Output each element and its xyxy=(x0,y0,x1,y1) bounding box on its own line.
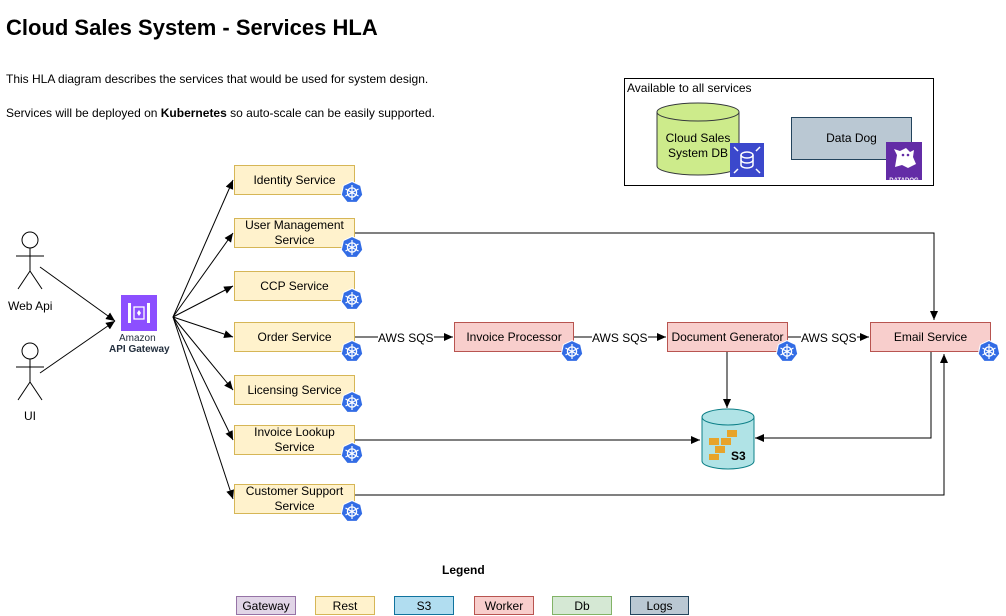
legend-title: Legend xyxy=(442,563,485,577)
kubernetes-icon-identity xyxy=(340,180,364,204)
order-service: Order Service xyxy=(234,322,355,352)
legend-logs: Logs xyxy=(630,596,689,615)
customer-support-service: Customer Support Service xyxy=(234,484,355,514)
edge-gw-order xyxy=(172,316,234,338)
document-generator: Document Generator xyxy=(667,322,788,352)
description-line-1: This HLA diagram describes the services … xyxy=(6,72,429,86)
kubernetes-icon-invoice-processor xyxy=(560,339,584,363)
edge-gw-support xyxy=(172,316,234,500)
ui-label: UI xyxy=(24,409,36,423)
datadog-logo-text: DATADOG xyxy=(889,178,919,184)
description-suffix: so auto-scale can be easily supported. xyxy=(226,106,435,120)
db-cylinder xyxy=(656,102,740,176)
api-gateway-icon xyxy=(121,295,157,331)
legend-gateway: Gateway xyxy=(236,596,296,615)
ccp-service: CCP Service xyxy=(234,271,355,301)
edge-gw-licensing xyxy=(172,316,234,391)
kubernetes-icon-licensing xyxy=(340,390,364,414)
legend-s3: S3 xyxy=(394,596,454,615)
description-prefix: Services will be deployed on xyxy=(6,106,161,120)
identity-service: Identity Service xyxy=(234,165,355,195)
s3-bucket-icon xyxy=(709,430,737,460)
legend-db: Db xyxy=(552,596,612,615)
edge-label-sqs-1: AWS SQS xyxy=(378,331,434,345)
s3-cylinder xyxy=(701,408,755,470)
description-kubernetes: Kubernetes xyxy=(160,106,227,120)
edge-usermgmt-email xyxy=(355,232,938,320)
description-line-2: Services will be deployed on Kubernetes … xyxy=(6,106,435,120)
kubernetes-icon-ccp xyxy=(340,287,364,311)
kubernetes-icon-document-generator xyxy=(775,339,799,363)
edge-gw-identity xyxy=(172,179,234,318)
licensing-service: Licensing Service xyxy=(234,375,355,405)
legend-rest: Rest xyxy=(315,596,375,615)
page-title: Cloud Sales System - Services HLA xyxy=(6,15,378,40)
kubernetes-icon-customer-support xyxy=(340,499,364,523)
rds-icon xyxy=(730,143,764,177)
web-api-label: Web Api xyxy=(8,299,53,313)
kubernetes-icon-invoice-lookup xyxy=(340,441,364,465)
kubernetes-icon-user-management xyxy=(340,235,364,259)
ui-actor-icon xyxy=(16,342,44,401)
edge-label-sqs-2: AWS SQS xyxy=(592,331,648,345)
edge-gw-invoicelookup xyxy=(172,316,234,441)
user-management-service: User Management Service xyxy=(234,218,355,248)
edge-ui-gateway xyxy=(39,320,116,374)
datadog-box: Data Dog xyxy=(791,117,912,160)
db-label: Cloud Sales System DB xyxy=(665,131,731,160)
edge-support-email xyxy=(355,354,948,496)
api-gateway-label-2: API Gateway xyxy=(109,344,170,355)
web-api-actor-icon xyxy=(16,231,44,290)
edge-gw-ccp xyxy=(172,285,234,318)
datadog-logo: DATADOG xyxy=(886,142,922,184)
kubernetes-icon-order xyxy=(340,339,364,363)
kubernetes-icon-email-service xyxy=(977,339,1001,363)
invoice-processor: Invoice Processor xyxy=(454,322,574,352)
s3-label: S3 xyxy=(731,449,746,463)
email-service: Email Service xyxy=(870,322,991,352)
invoice-lookup-service: Invoice Lookup Service xyxy=(234,425,355,455)
datadog-dog-icon xyxy=(894,148,916,168)
shared-resources-label: Available to all services xyxy=(627,81,752,95)
api-gateway-label-1: Amazon xyxy=(119,333,156,344)
edge-label-sqs-3: AWS SQS xyxy=(801,331,857,345)
edge-gw-usermgmt xyxy=(172,232,234,318)
edge-webapi-gateway xyxy=(39,266,116,322)
edge-email-s3 xyxy=(755,352,932,442)
legend-worker: Worker xyxy=(474,596,534,615)
